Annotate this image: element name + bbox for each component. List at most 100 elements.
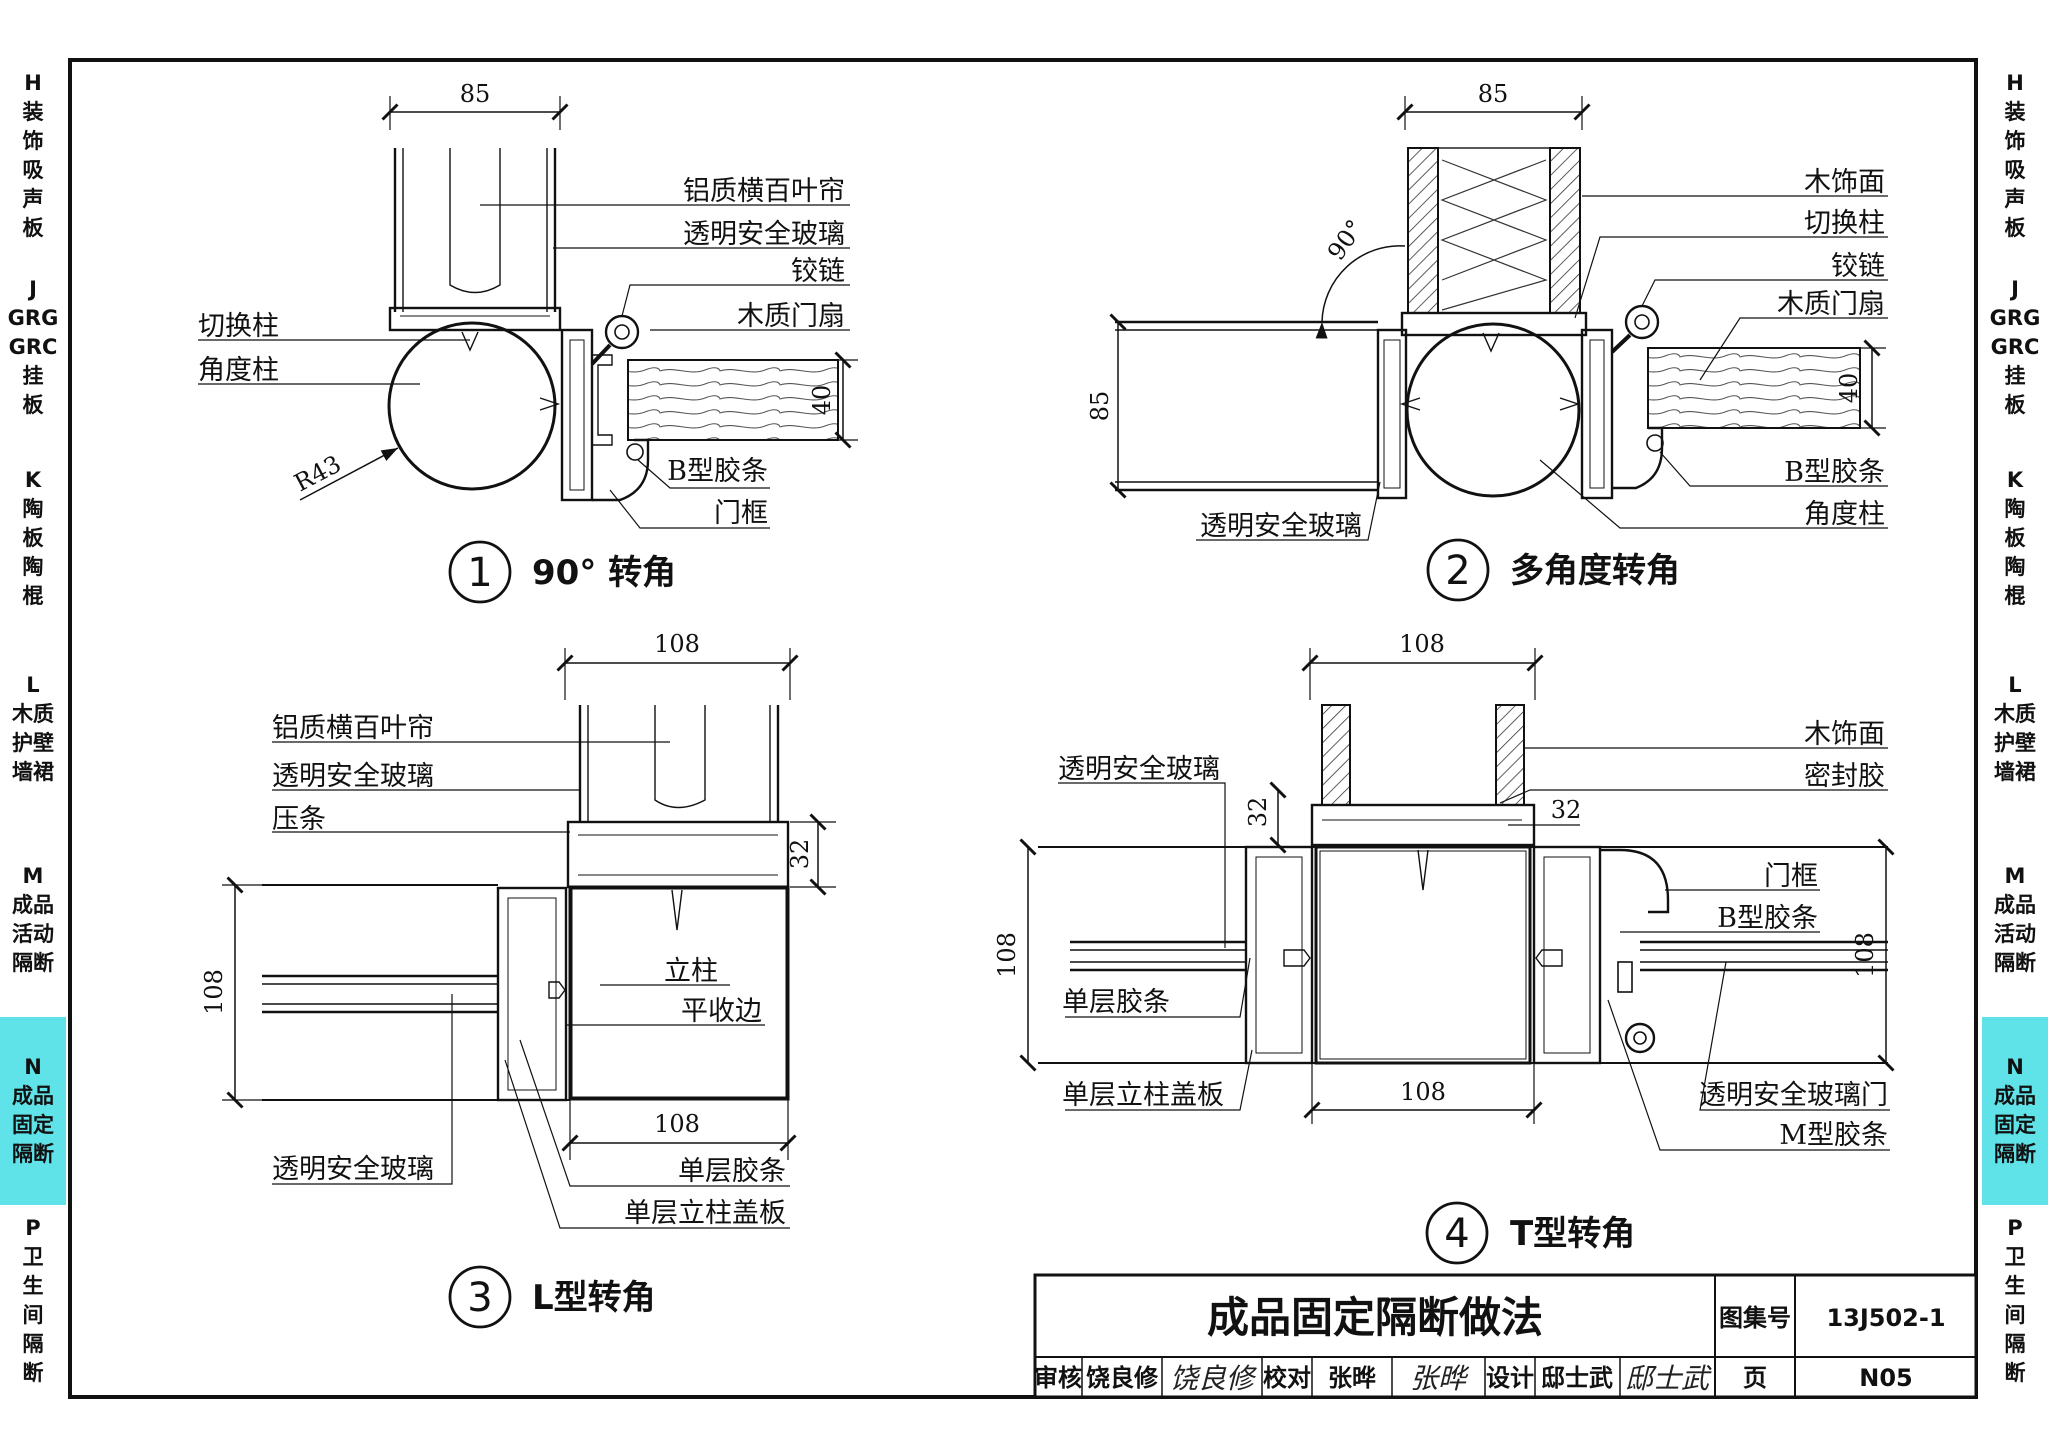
right-tab-line: 挂 xyxy=(2004,363,2026,388)
left-tab-m[interactable]: M 成品活动隔断 xyxy=(0,826,66,1017)
right-tab-code: J xyxy=(2011,276,2019,301)
detail-1-90-degree-corner: 85 xyxy=(198,80,858,604)
left-tab-line: 吸 xyxy=(22,158,44,182)
d1-label-switch-post: 切换柱 xyxy=(198,311,279,342)
right-tab-line: 吸 xyxy=(2004,158,2026,182)
right-tab-line: 装 xyxy=(2004,100,2026,124)
d1-label-seal-b: B型胶条 xyxy=(667,456,768,487)
designer-signature: 邸士武 xyxy=(1625,1362,1712,1395)
d3-label-bead: 压条 xyxy=(272,804,326,835)
page-number: N05 xyxy=(1859,1364,1912,1392)
left-tab-code: H xyxy=(24,71,42,95)
d3-dim-right: 32 xyxy=(786,839,814,870)
left-tab-line: 生 xyxy=(22,1273,44,1298)
right-tab-line: 板 xyxy=(2004,216,2026,240)
reviewer-signature: 饶良修 xyxy=(1170,1362,1257,1395)
left-tab-line: 饰 xyxy=(22,129,44,153)
d2-label-hinge: 铰链 xyxy=(1831,251,1885,282)
d3-dim-top: 108 xyxy=(654,630,700,658)
d4-dim-left32: 32 xyxy=(1244,797,1272,828)
d2-label-angle-post: 角度柱 xyxy=(1804,499,1885,530)
right-tab-line: 活动 xyxy=(1994,922,2036,946)
right-tab-line: GRC xyxy=(1990,334,2040,359)
left-tab-code: J xyxy=(29,276,37,301)
left-tab-line: 成品 xyxy=(12,893,54,917)
checker-signature: 张晔 xyxy=(1410,1362,1470,1395)
atlas-number: 13J502-1 xyxy=(1826,1304,1945,1332)
right-tab-line: 固定 xyxy=(1994,1113,2036,1137)
d4-label-glass-door: 透明安全玻璃门 xyxy=(1699,1080,1888,1111)
left-tab-line: 固定 xyxy=(12,1113,54,1137)
right-tab-line: 隔 xyxy=(2004,1331,2026,1356)
left-tab-line: 护壁 xyxy=(12,731,54,755)
right-tab-code: P xyxy=(2007,1215,2023,1240)
d1-caption-number: 1 xyxy=(467,550,492,596)
left-tab-code: P xyxy=(25,1215,41,1240)
right-tab-line: 板 xyxy=(2004,525,2026,550)
drawing-title: 成品固定隔断做法 xyxy=(1207,1293,1543,1342)
left-tab-code: N xyxy=(24,1055,42,1079)
d1-label-hinge: 铰链 xyxy=(791,256,845,287)
d4-caption-number: 4 xyxy=(1444,1211,1469,1257)
detail-4-t-corner: 108 xyxy=(993,630,1895,1265)
sheet-border xyxy=(68,58,1978,1399)
right-tab-line: GRG xyxy=(1989,305,2041,330)
d4-label-seal-m: M型胶条 xyxy=(1779,1120,1888,1151)
right-tab-line: 棍 xyxy=(2004,583,2026,608)
left-tab-line: 间 xyxy=(22,1302,44,1327)
d3-caption-number: 3 xyxy=(467,1275,492,1321)
right-tab-code: N xyxy=(2006,1055,2024,1079)
page-label: 页 xyxy=(1743,1364,1767,1392)
left-tab-line: 板 xyxy=(22,392,44,417)
right-tab-line: 木质 xyxy=(1994,702,2036,726)
d4-dim-top: 108 xyxy=(1399,630,1445,658)
d3-label-single-seal: 单层胶条 xyxy=(678,1156,786,1187)
d2-caption-title: 多角度转角 xyxy=(1510,551,1680,591)
left-tab-line: 卫 xyxy=(22,1244,44,1269)
left-tab-line: 陶 xyxy=(22,496,44,521)
d2-label-glass: 透明安全玻璃 xyxy=(1200,511,1362,542)
d4-label-glass: 透明安全玻璃 xyxy=(1058,754,1220,785)
d2-dim-angle: 90° xyxy=(1322,215,1369,266)
d2-dim-left: 85 xyxy=(1086,391,1114,422)
d4-dim-right: 108 xyxy=(1851,932,1879,978)
d1-label-glass: 透明安全玻璃 xyxy=(683,219,845,250)
design-label: 设计 xyxy=(1486,1364,1534,1392)
left-tab-line: 成品 xyxy=(12,1084,54,1108)
right-tab-line: 墙裙 xyxy=(1994,760,2036,784)
left-tab-line: 隔断 xyxy=(12,951,54,975)
left-tab-code: M xyxy=(22,864,44,888)
left-tab-line: 活动 xyxy=(12,922,54,946)
d4-dim-bottom: 108 xyxy=(1400,1078,1446,1106)
left-tab-line: GRC xyxy=(8,334,58,359)
d3-caption-title: L型转角 xyxy=(532,1278,656,1318)
d3-label-post: 立柱 xyxy=(664,956,718,987)
left-tab-line: 装 xyxy=(22,100,44,124)
reviewer-name: 饶良修 xyxy=(1086,1364,1159,1392)
title-block: 成品固定隔断做法 图集号 13J502-1 审核 饶良修 饶良修 校对 张晔 张… xyxy=(1033,1273,1978,1399)
right-tab-code: H xyxy=(2006,71,2024,95)
right-tab-code: L xyxy=(2008,673,2022,697)
right-tab-line: 卫 xyxy=(2004,1244,2026,1269)
d1-label-angle-post: 角度柱 xyxy=(198,355,279,386)
left-tab-line: 挂 xyxy=(22,363,44,388)
right-tab-line: 声 xyxy=(2004,187,2026,211)
left-tab-line: 隔断 xyxy=(12,1142,54,1166)
review-label: 审核 xyxy=(1034,1364,1082,1392)
right-tab-line: 断 xyxy=(2004,1360,2026,1385)
left-tab-n[interactable]: N 成品固定隔断 xyxy=(0,1017,66,1208)
d4-label-wood-face: 木饰面 xyxy=(1804,719,1885,750)
